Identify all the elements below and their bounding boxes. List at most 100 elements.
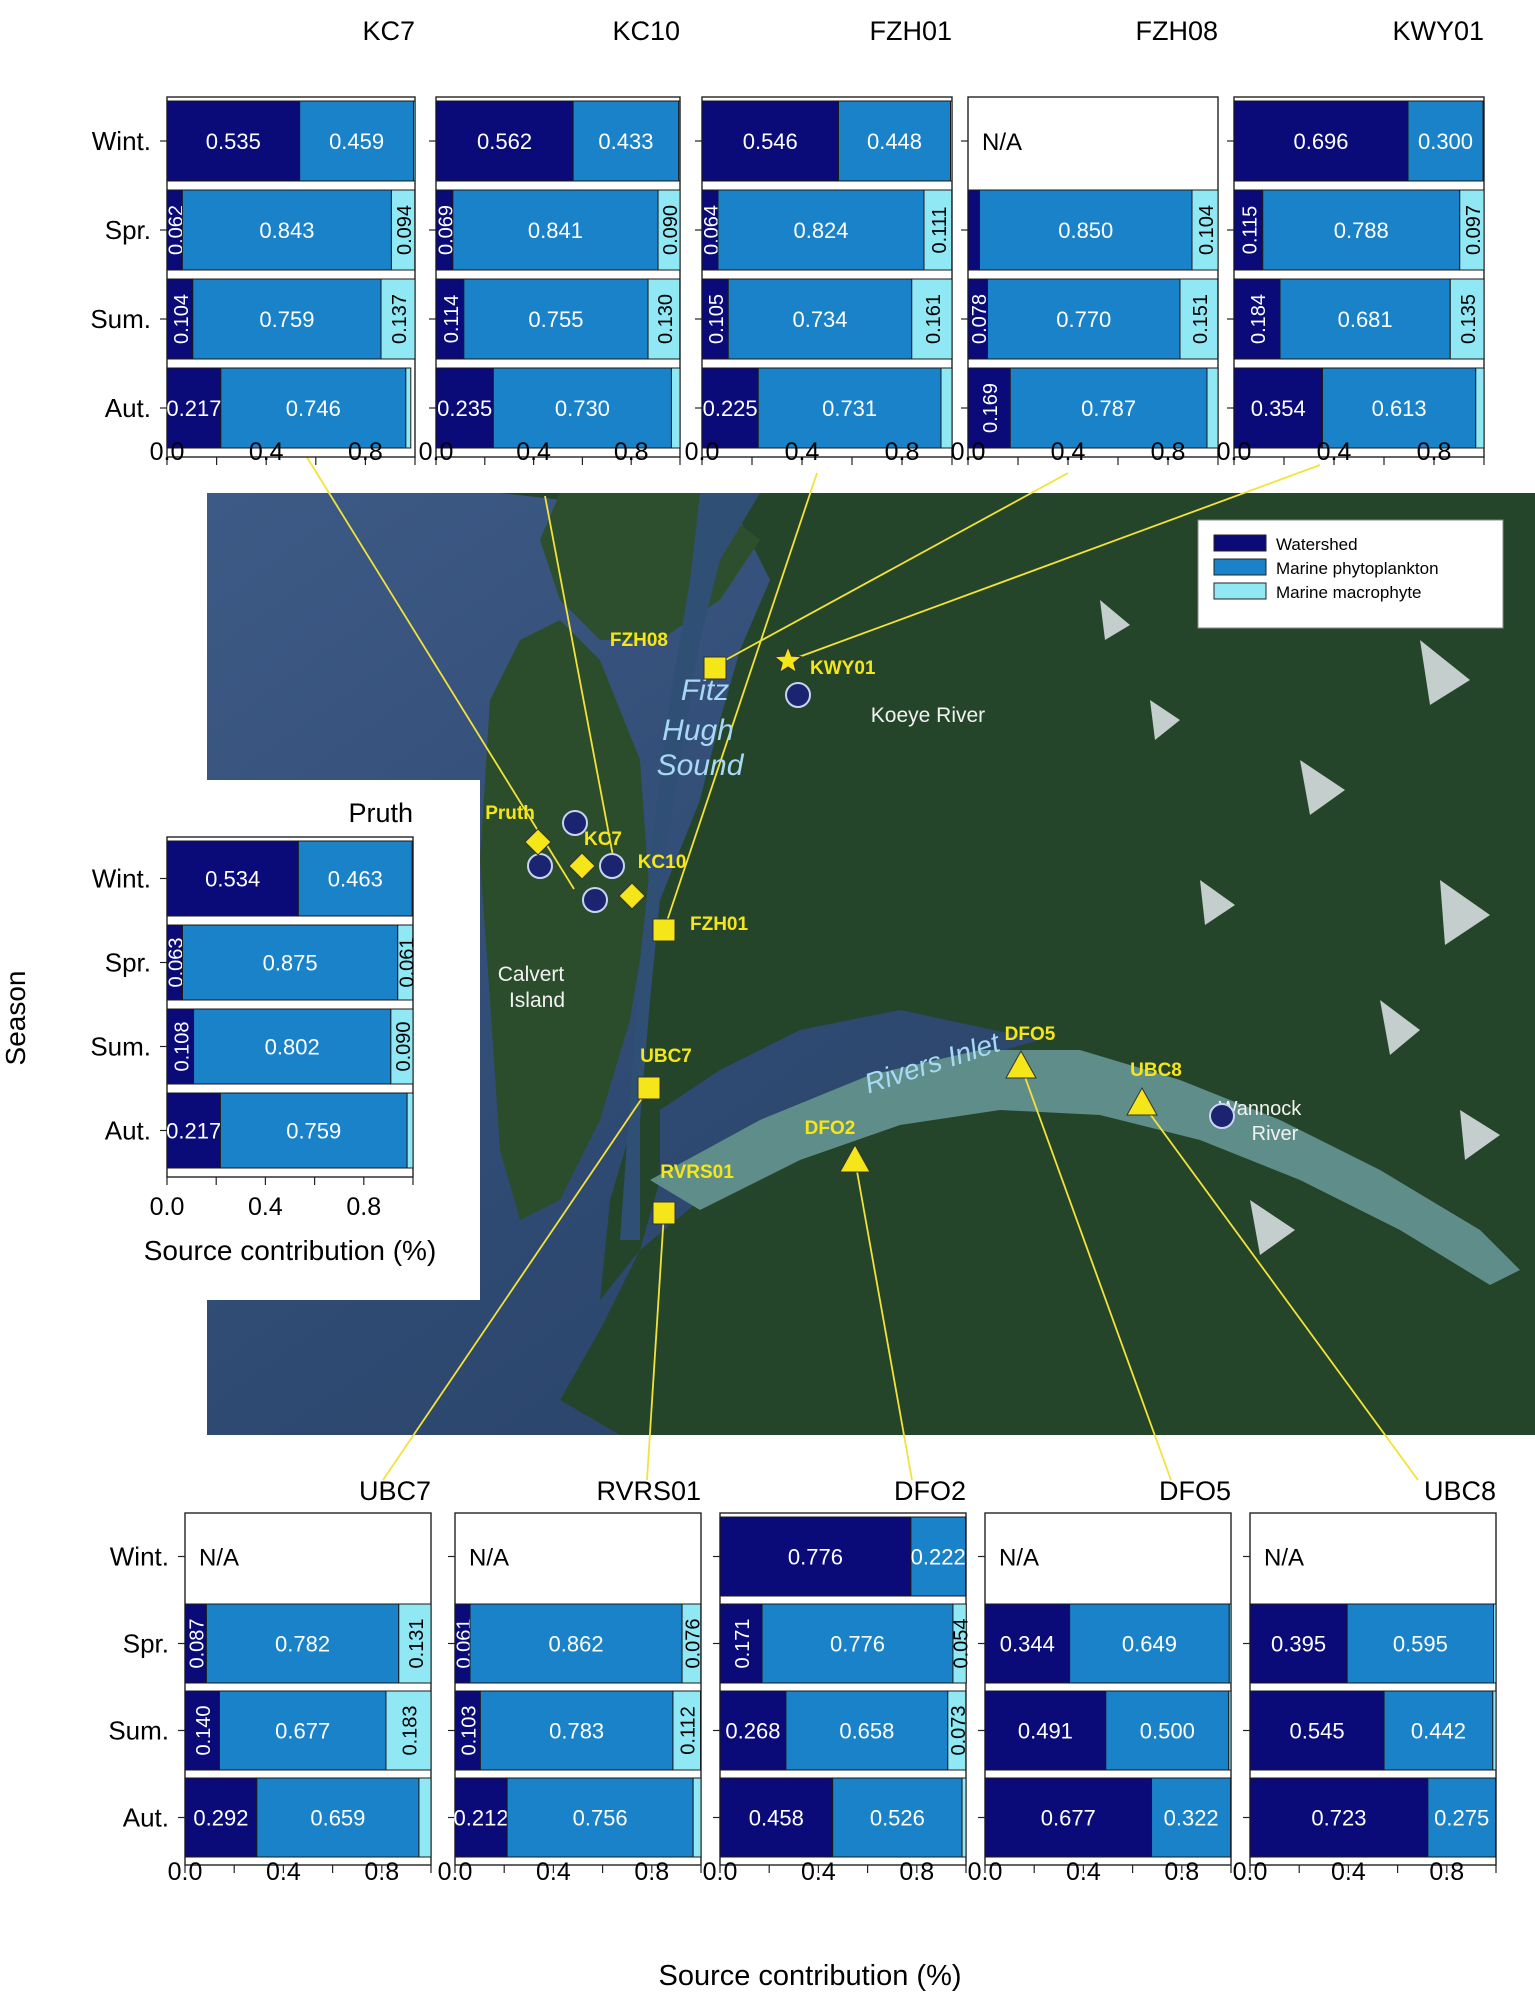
data-label: 0.759 <box>259 307 314 332</box>
data-label: 0.442 <box>1411 1719 1466 1744</box>
na-label: N/A <box>999 1545 1039 1572</box>
x-tick-label: 0.8 <box>1164 1858 1199 1886</box>
callout-line <box>663 472 818 931</box>
x-tick-label: 0.0 <box>150 1193 185 1221</box>
data-label: 0.111 <box>929 206 951 253</box>
data-label: 0.300 <box>1418 129 1473 154</box>
data-label: 0.151 <box>1190 294 1212 344</box>
data-label: 0.112 <box>678 1706 700 1755</box>
panel-title: FZH08 <box>1135 16 1218 46</box>
river-sample-marker <box>1209 1103 1235 1129</box>
bar-watershed <box>719 1603 763 1684</box>
site-label: RVRS01 <box>660 1162 734 1183</box>
site-marker-diamond <box>568 852 596 880</box>
y-axis-title: Season <box>0 971 31 1066</box>
river-sample-marker <box>599 853 625 879</box>
legend-swatch-phytoplankton <box>1213 558 1267 576</box>
legend-swatch-watershed <box>1213 534 1267 552</box>
bar-phytoplankton <box>181 189 392 271</box>
bar-macrophyte <box>1493 1603 1497 1684</box>
data-label: 0.783 <box>549 1719 604 1744</box>
panel-title: Pruth <box>348 798 413 828</box>
bar-macrophyte <box>681 1603 702 1684</box>
bar-watershed <box>166 367 222 449</box>
river-sample-marker <box>785 682 811 708</box>
bar-macrophyte <box>670 367 681 449</box>
season-label: Aut. <box>105 393 151 423</box>
bar-watershed <box>435 278 465 360</box>
panel-title: DFO2 <box>894 1476 966 1506</box>
x-tick-label: 0.4 <box>1066 1858 1101 1886</box>
x-tick-label: 0.0 <box>438 1858 473 1886</box>
bar-watershed <box>454 1690 481 1771</box>
site-marker-square <box>652 1201 676 1225</box>
data-label: 0.275 <box>1434 1806 1489 1831</box>
data-label: 0.094 <box>394 205 416 255</box>
data-label: 0.677 <box>1041 1806 1096 1831</box>
data-label: 0.759 <box>286 1119 341 1144</box>
bar-macrophyte <box>923 189 953 271</box>
x-tick-label: 0.8 <box>364 1858 399 1886</box>
bar-macrophyte <box>1191 189 1219 271</box>
data-label: 0.131 <box>406 1618 428 1668</box>
data-label: 0.069 <box>435 205 457 255</box>
data-label: 0.659 <box>310 1806 365 1831</box>
season-label: Wint. <box>92 126 151 156</box>
bar-phytoplankton <box>220 367 407 449</box>
bar-phytoplankton <box>1346 1603 1495 1684</box>
callout-line <box>299 445 575 890</box>
season-label: Wint. <box>92 864 151 894</box>
site-label: Pruth <box>485 803 535 824</box>
bar-phytoplankton <box>1279 278 1451 360</box>
data-label: 0.802 <box>265 1035 320 1060</box>
data-label: 0.137 <box>389 294 411 344</box>
bar-phytoplankton <box>910 1516 967 1597</box>
site-label: UBC7 <box>640 1046 692 1067</box>
bar-watershed <box>984 1690 1107 1771</box>
callout-line <box>1141 1102 1419 1481</box>
site-marker-triangle <box>1005 1049 1037 1079</box>
x-tick-label: 0.0 <box>1217 438 1252 466</box>
site-marker-square <box>652 918 676 942</box>
data-label: 0.433 <box>598 129 653 154</box>
data-label: 0.090 <box>393 1021 415 1071</box>
bar-macrophyte <box>911 278 953 360</box>
site-marker-triangle <box>1126 1086 1158 1116</box>
na-label: N/A <box>1264 1545 1304 1572</box>
x-tick-label: 0.8 <box>634 1858 669 1886</box>
site-marker-square <box>703 656 727 680</box>
x-tick-label: 0.4 <box>248 1193 283 1221</box>
data-label: 0.782 <box>275 1632 330 1657</box>
na-label: N/A <box>982 129 1022 156</box>
data-label: 0.217 <box>166 1119 221 1144</box>
bar-watershed <box>454 1777 508 1858</box>
data-label: 0.354 <box>1251 396 1306 421</box>
data-label: 0.562 <box>477 129 532 154</box>
season-label: Spr. <box>105 215 151 245</box>
x-tick-label: 0.8 <box>348 438 383 466</box>
bar-macrophyte <box>1492 1690 1497 1771</box>
bar-phytoplankton <box>979 189 1193 271</box>
bar-phytoplankton <box>193 1008 392 1085</box>
bar-phytoplankton <box>452 189 659 271</box>
calvert-island-land <box>480 620 650 1220</box>
bar-phytoplankton <box>192 278 382 360</box>
site-label: KC7 <box>584 829 622 850</box>
bar-phytoplankton <box>1322 367 1477 449</box>
map-label: Koeye River <box>871 704 985 727</box>
bar-watershed <box>967 367 1011 449</box>
legend-label: Marine macrophyte <box>1276 583 1422 602</box>
data-label: 0.755 <box>528 307 583 332</box>
bar-phytoplankton <box>256 1777 420 1858</box>
bar-macrophyte <box>380 278 416 360</box>
callout-line <box>646 1212 665 1481</box>
legend-label: Watershed <box>1276 535 1358 554</box>
panel-title: UBC8 <box>1424 1476 1496 1506</box>
bar-macrophyte <box>647 278 681 360</box>
x-tick-label: 0.0 <box>703 1858 738 1886</box>
data-label: 0.770 <box>1056 307 1111 332</box>
bar-phytoplankton <box>1151 1777 1232 1858</box>
